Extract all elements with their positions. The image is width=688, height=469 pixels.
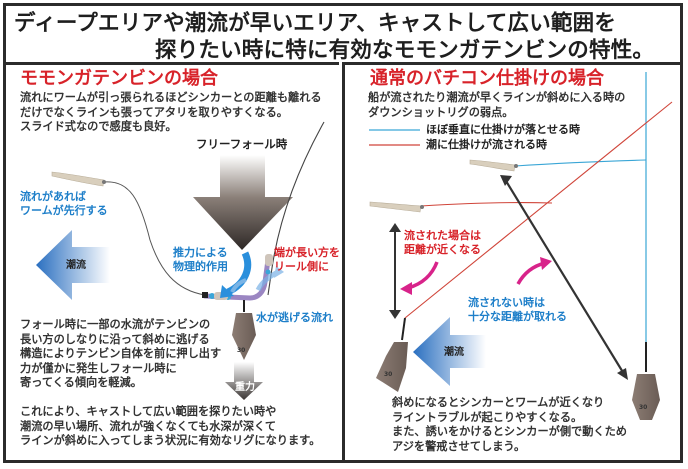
left-explanation-text: フォール時に一部の水流がテンビンの 長い方のしなりに沿って斜めに逃げる 構造によ… [20, 318, 222, 390]
right-panel [342, 62, 680, 463]
sinker-weight-right: 30 [639, 404, 648, 411]
legend-label-vertical: ほぼ垂直に仕掛けが落とせる時 [426, 123, 580, 136]
drifted-distance-label: 流された場合は 距離が近くなる [404, 229, 481, 256]
long-end-label: 端が長い方を リール側に [274, 246, 340, 273]
right-intro-text: 船が流されたり潮流が早くラインが斜めに入る時の ダウンショットリグの弱点。 [368, 91, 626, 119]
sinker-weight-right-left: 30 [384, 371, 393, 378]
sinker-icon-right [632, 374, 660, 420]
worm-icon-upper [469, 159, 518, 172]
worm-leads-label: 流れがあれば ワームが先行する [20, 190, 108, 217]
thrust-label: 推力による 物理的作用 [173, 246, 228, 273]
worm-icon-lower [369, 201, 424, 213]
main-title-line-2: 探りたい時に特に有効なモモンガテンビンの特性。 [155, 38, 655, 63]
right-panel-heading: 通常のバチコン仕掛けの場合 [370, 68, 604, 89]
current-arrow-right-icon [413, 317, 486, 386]
gravity-label: 重力 [235, 382, 255, 393]
sinker-weight-left: 30 [237, 347, 246, 354]
gravity-arrow-icon [225, 362, 263, 400]
free-fall-arrow-icon [193, 155, 293, 250]
right-explanation-text: 斜めになるとシンカーとワームが近くなり ライントラブルが起こりやすくなる。 また… [392, 396, 627, 453]
left-panel-heading: モモンガテンビンの場合 [20, 68, 218, 89]
main-title-line-1: ディープエリアや潮流が早いエリア、キャストして広い範囲を [14, 11, 617, 36]
not-drifted-distance-label: 流されない時は 十分な距離が取れる [468, 296, 567, 323]
sinker-icon [232, 313, 256, 360]
left-intro-text: 流れにワームが引っ張られるほどシンカーとの距離も離れる だけでなくラインも張って… [20, 91, 322, 134]
sinker-icon-left [376, 342, 408, 392]
worm-icon [51, 171, 106, 187]
water-escape-label: 水が逃げる流れ [256, 311, 333, 324]
current-label-left: 潮流 [66, 260, 86, 271]
free-fall-label: フリーフォール時 [196, 137, 288, 151]
left-panel [6, 62, 339, 463]
legend-label-drifted: 潮に仕掛けが流される時 [426, 138, 547, 151]
left-conclusion-text: これにより、キャストして広い範囲を探りたい時や 潮流の早い場所、流れが強くなくて… [20, 405, 321, 448]
current-label-right: 潮流 [444, 347, 464, 358]
current-arrow-left-icon [36, 230, 110, 300]
